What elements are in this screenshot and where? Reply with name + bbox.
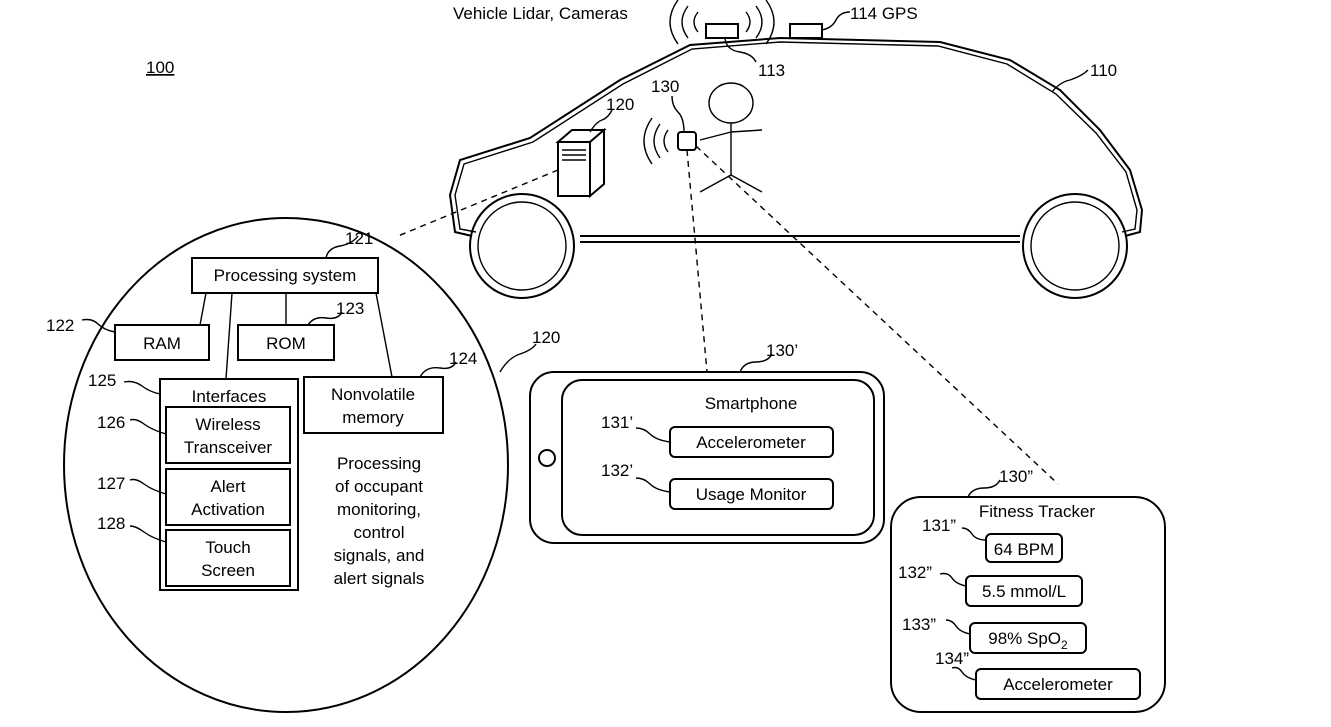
ref-ft-accel: 134” bbox=[935, 649, 969, 668]
ft-bpm-box bbox=[985, 533, 1063, 563]
svg-text:signals, and: signals, and bbox=[334, 546, 425, 565]
nonvolatile-label-2: memory bbox=[342, 408, 404, 427]
svg-text:Processing: Processing bbox=[337, 454, 421, 473]
ref-circle: 120 bbox=[532, 328, 560, 347]
svg-text:of occupant: of occupant bbox=[335, 477, 423, 496]
lidar-unit bbox=[705, 23, 739, 39]
ref-gps: 114 GPS bbox=[850, 4, 918, 23]
vehicle-rocker bbox=[580, 235, 1020, 243]
ft-bpm-label: 64 BPM bbox=[994, 540, 1054, 559]
figure-number: 100 bbox=[146, 58, 174, 77]
ft-glucose-box bbox=[965, 575, 1083, 607]
ram-label: RAM bbox=[143, 334, 181, 353]
front-wheel bbox=[469, 193, 575, 299]
smartphone-title: Smartphone bbox=[705, 394, 798, 413]
ref-interfaces: 125 bbox=[88, 371, 116, 390]
svg-text:monitoring,: monitoring, bbox=[337, 500, 421, 519]
onboard-computer-icon bbox=[555, 127, 607, 199]
ref-touch: 128 bbox=[97, 514, 125, 533]
ref-ft-bpm: 131” bbox=[922, 516, 956, 535]
ref-sp-accel: 131’ bbox=[601, 413, 633, 432]
smartphone-home-button bbox=[538, 449, 556, 467]
alert-activation-box bbox=[165, 468, 291, 526]
wireless-label-1: Wireless bbox=[195, 415, 260, 434]
sp-accelerometer-label: Accelerometer bbox=[696, 433, 806, 452]
ft-spo2-box bbox=[969, 622, 1087, 654]
wireless-label-2: Transceiver bbox=[184, 438, 273, 457]
ref-lidar: 113 bbox=[758, 61, 785, 80]
ref-nvm: 124 bbox=[449, 349, 477, 368]
ref-processing: 121 bbox=[345, 229, 373, 248]
ref-smartphone: 130’ bbox=[766, 341, 798, 360]
touch-label-1: Touch bbox=[205, 538, 250, 557]
ft-spo2-label: 98% SpO2 bbox=[988, 629, 1068, 652]
lidar-signal-icon bbox=[669, 0, 775, 45]
caption-lidar-cameras: Vehicle Lidar, Cameras bbox=[453, 4, 628, 23]
processing-system-label: Processing system bbox=[214, 266, 357, 285]
touch-label-2: Screen bbox=[201, 561, 255, 580]
svg-text:control: control bbox=[353, 523, 404, 542]
fitness-tracker-title: Fitness Tracker bbox=[979, 502, 1096, 521]
ref-wireless: 126 bbox=[97, 413, 125, 432]
ref-vehicle: 110 bbox=[1090, 61, 1117, 80]
vehicle-body-inner bbox=[454, 41, 1138, 233]
sp-usage-monitor-box bbox=[669, 478, 834, 510]
vehicle: Vehicle Lidar, Cameras 113 114 GPS 110 1… bbox=[448, 0, 1144, 299]
ref-sp-usage: 132’ bbox=[601, 461, 633, 480]
nonvolatile-memory-box bbox=[303, 376, 444, 434]
ref-ft-glucose: 132” bbox=[898, 563, 932, 582]
ft-accelerometer-label: Accelerometer bbox=[1003, 675, 1113, 694]
ref-ram: 122 bbox=[46, 316, 74, 335]
ft-accelerometer-box bbox=[975, 668, 1141, 700]
sp-usage-monitor-label: Usage Monitor bbox=[696, 485, 807, 504]
occupant-figure bbox=[699, 82, 763, 193]
touch-screen-box bbox=[165, 529, 291, 587]
ft-glucose-label: 5.5 mmol/L bbox=[982, 582, 1066, 601]
computer-system-detail: 120 Processing system 121 RAM 122 ROM 12… bbox=[46, 217, 560, 713]
rear-wheel bbox=[1022, 193, 1128, 299]
alert-label-2: Activation bbox=[191, 500, 265, 519]
smartphone-detail: 130’ Smartphone Accelerometer 131’ Usage… bbox=[529, 341, 885, 544]
ref-ft-spo2: 133” bbox=[902, 615, 936, 634]
interfaces-label: Interfaces bbox=[192, 387, 267, 406]
vehicle-body bbox=[448, 36, 1144, 237]
detail-circle bbox=[63, 217, 509, 713]
fitness-tracker-detail: 130” Fitness Tracker 64 BPM 131” 5.5 mmo… bbox=[890, 467, 1166, 713]
rom-label: ROM bbox=[266, 334, 306, 353]
processing-note: Processing of occupant monitoring, contr… bbox=[334, 454, 425, 588]
ref-rom: 123 bbox=[336, 299, 364, 318]
svg-text:alert signals: alert signals bbox=[334, 569, 425, 588]
occupant-device bbox=[677, 131, 697, 151]
gps-unit bbox=[789, 23, 823, 39]
ref-occupant-device: 130 bbox=[651, 77, 679, 96]
ref-computer: 120 bbox=[606, 95, 634, 114]
device-signal-icon bbox=[643, 117, 669, 165]
ref-tracker: 130” bbox=[999, 467, 1033, 486]
nonvolatile-label-1: Nonvolatile bbox=[331, 385, 415, 404]
processing-system-box bbox=[191, 257, 379, 294]
wireless-transceiver-box bbox=[165, 406, 291, 464]
alert-label-1: Alert bbox=[211, 477, 246, 496]
ref-alert: 127 bbox=[97, 474, 125, 493]
ram-box bbox=[114, 324, 210, 361]
